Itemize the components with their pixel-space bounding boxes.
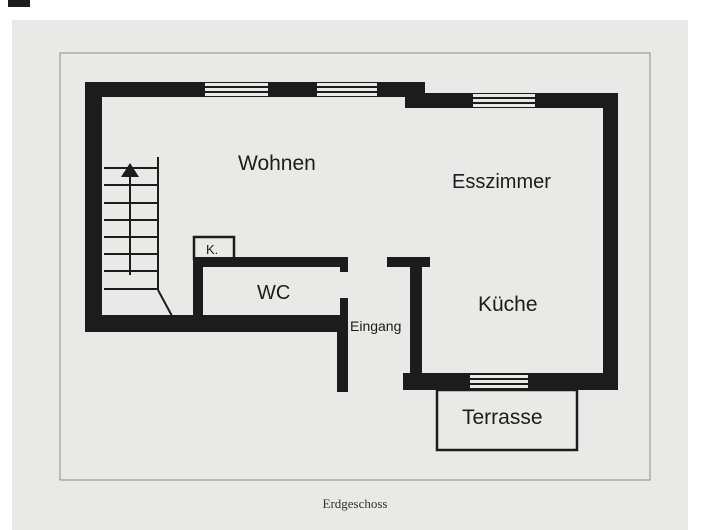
closet-box (192, 235, 236, 261)
window-wohnen-1 (205, 83, 268, 96)
wall-left (85, 82, 102, 332)
wall-bottom-left (85, 315, 348, 332)
stair-arrow-icon (121, 163, 139, 177)
wall-wc-right (340, 257, 348, 272)
window-wohnen-2 (317, 83, 377, 96)
wall-wc-right-lower (340, 298, 348, 318)
label-wc: WC (257, 282, 290, 304)
wall-right (603, 93, 618, 390)
wall-entrance-left (337, 315, 348, 392)
terrace-outline (435, 388, 579, 452)
wall-wc-left (193, 257, 203, 317)
window-esszimmer (473, 94, 535, 107)
label-wohnen: Wohnen (238, 152, 316, 175)
walls (85, 82, 618, 392)
wall-kitchen-top (387, 257, 430, 267)
caption-erdgeschoss: Erdgeschoss (323, 496, 388, 511)
label-kammer: K. (206, 242, 218, 257)
window-kueche (470, 375, 528, 388)
label-terrasse: Terrasse (462, 406, 543, 429)
label-kueche: Küche (478, 293, 538, 316)
staircase (104, 157, 173, 317)
wall-step (405, 82, 425, 108)
label-esszimmer: Esszimmer (452, 171, 551, 193)
label-eingang: Eingang (350, 318, 401, 334)
corner-mark (8, 0, 30, 7)
windows (205, 83, 535, 388)
wall-kitchen-left (410, 257, 422, 390)
drawing-frame (59, 52, 651, 481)
wall-wc-top (193, 257, 348, 267)
